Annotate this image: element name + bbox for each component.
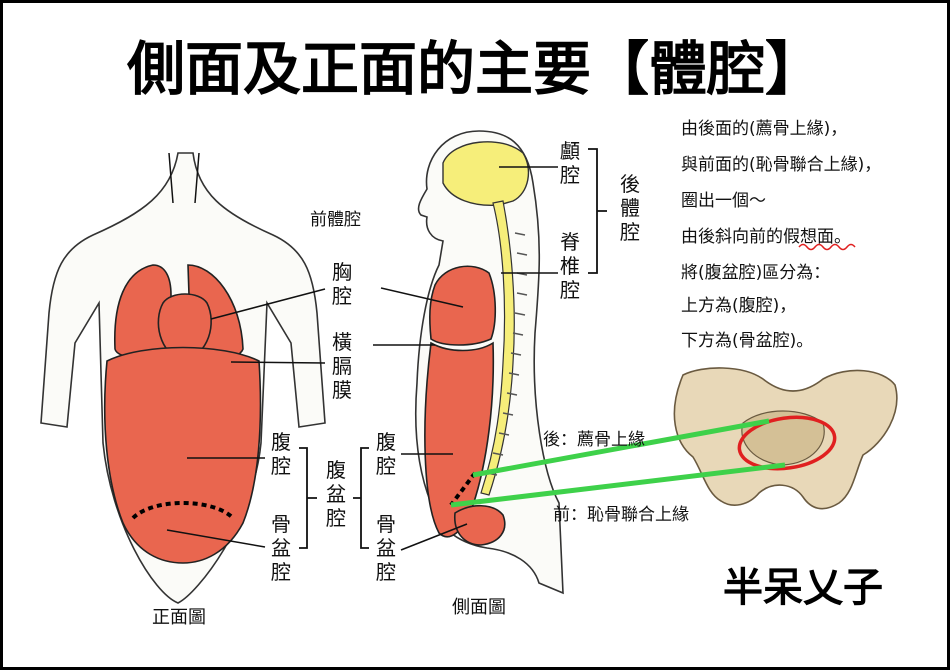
svg-text:骨盆腔: 骨盆腔 <box>271 512 291 584</box>
body-cavities-diagram: 側面及正面的主要【體腔】 <box>40 35 898 628</box>
label-thoracic: 胸腔 <box>332 260 352 308</box>
note-line-5: 將(腹盆腔)區分為： <box>681 263 830 283</box>
svg-text:脊椎腔: 脊椎腔 <box>560 230 580 302</box>
label-anterior-cavity: 前體腔 <box>310 210 361 230</box>
svg-text:骨盆腔: 骨盆腔 <box>376 512 396 584</box>
label-abdominopelvic: 腹盆腔 <box>326 458 346 530</box>
leader-lines <box>166 148 607 551</box>
svg-text:橫膈膜: 橫膈膜 <box>332 330 352 402</box>
posterior-cavity-bracket <box>588 148 607 274</box>
label-abdominal-front: 腹腔 <box>271 430 291 478</box>
side-view-figure <box>415 130 564 595</box>
note-line-7: 下方為(骨盆腔)。 <box>681 331 813 351</box>
label-posterior-sacrum: 後：薦骨上緣 <box>543 430 645 450</box>
svg-text:後體腔: 後體腔 <box>620 172 640 244</box>
label-diaphragm: 橫膈膜 <box>332 330 352 402</box>
svg-text:胸腔: 胸腔 <box>332 260 352 308</box>
front-abdominopelvic-cavity <box>103 346 262 564</box>
svg-text:腹腔: 腹腔 <box>271 430 291 478</box>
label-posterior-cavity: 後體腔 <box>620 172 640 244</box>
note-line-4: 由後斜向前的假想面。 <box>681 227 851 247</box>
note-line-2: 與前面的(恥骨聯合上緣)， <box>681 155 881 175</box>
caption-side-view: 側面圖 <box>452 597 506 618</box>
side-brain <box>442 141 530 206</box>
label-abdominal-side: 腹腔 <box>376 430 396 478</box>
label-cranial: 顱腔 <box>560 139 580 187</box>
brand-mark: 半呆乂子 <box>723 565 883 611</box>
abdominopelvic-bracket-front <box>299 447 317 549</box>
side-pelvic-boundary <box>449 471 477 507</box>
svg-text:腹盆腔: 腹盆腔 <box>326 458 346 530</box>
side-spinal-cord <box>480 200 515 496</box>
caption-front-view: 正面圖 <box>152 607 206 628</box>
label-pelvic-front: 骨盆腔 <box>271 512 291 584</box>
label-anterior-pubic: 前：恥骨聯合上緣 <box>553 505 689 525</box>
note-line-3: 圈出一個～ <box>681 191 766 211</box>
label-pelvic-side: 骨盆腔 <box>376 512 396 584</box>
front-view-figure <box>40 152 326 604</box>
side-vertebrae <box>486 232 528 476</box>
side-abdominopelvic-cavity <box>424 341 495 538</box>
svg-text:腹腔: 腹腔 <box>376 430 396 478</box>
side-thoracic-cavity <box>429 265 497 346</box>
front-neck-lines <box>168 152 200 204</box>
explanation-note: 由後面的(薦骨上緣)， 與前面的(恥骨聯合上緣)， 圈出一個～ 由後斜向前的假想… <box>681 119 881 351</box>
side-pelvic-cavity <box>454 504 506 546</box>
sacrum-marker-line <box>472 418 770 478</box>
note-line-1: 由後面的(薦骨上緣)， <box>681 119 847 139</box>
abdominopelvic-bracket-side <box>353 447 369 549</box>
label-vertebral: 脊椎腔 <box>560 230 580 302</box>
note-line-6: 上方為(腹腔)， <box>681 296 796 316</box>
front-pelvic-boundary <box>131 501 235 520</box>
note-underline <box>798 243 856 251</box>
pubic-marker-line <box>450 462 786 508</box>
pelvis-illustration <box>673 367 898 510</box>
front-heart <box>157 293 212 362</box>
svg-text:顱腔: 顱腔 <box>560 139 580 187</box>
pelvic-inlet-circle <box>737 415 837 471</box>
page-title: 側面及正面的主要【體腔】 <box>126 35 823 103</box>
